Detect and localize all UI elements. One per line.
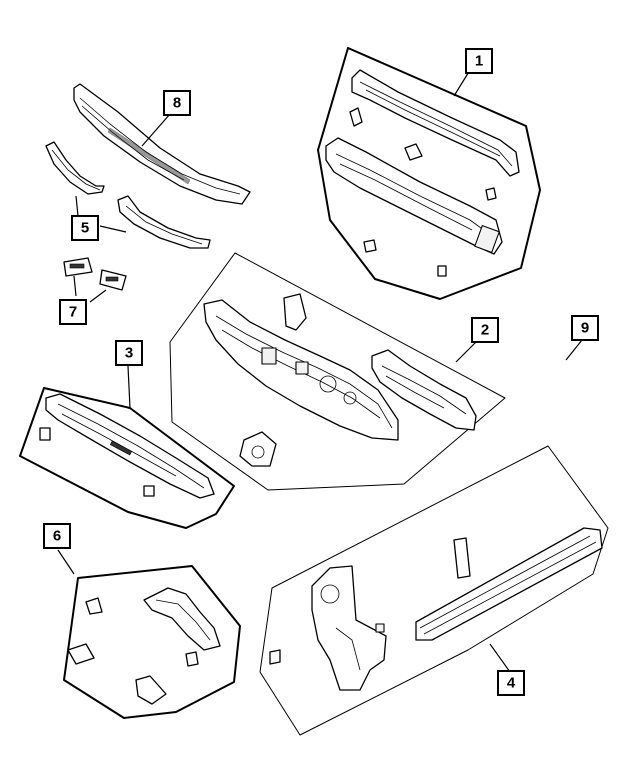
- group-6-outline: [63, 565, 241, 719]
- bracket-6d[interactable]: [135, 675, 167, 705]
- leader-6: [57, 549, 75, 575]
- rocker-sill[interactable]: [415, 527, 603, 641]
- group-2-dash-panel: [169, 252, 506, 491]
- clip-3a[interactable]: [39, 427, 51, 441]
- callout-2: 2: [471, 317, 499, 343]
- bracket-1b[interactable]: [404, 143, 423, 161]
- cowl-lower-bar[interactable]: [325, 137, 503, 255]
- part-8-cowl-screen: [73, 83, 251, 205]
- cowl-plenum-panel[interactable]: [45, 393, 215, 499]
- bracket-6b[interactable]: [67, 643, 95, 665]
- clip-4a[interactable]: [269, 649, 281, 665]
- clip-3b[interactable]: [143, 485, 155, 497]
- cowl-upper-bar[interactable]: [351, 69, 520, 177]
- leader-lines: [57, 69, 583, 673]
- group-4-side-sill: [259, 445, 609, 736]
- leader-1: [453, 69, 471, 97]
- group-6-wheelhouse: [63, 565, 241, 719]
- seal-left[interactable]: [45, 141, 105, 195]
- leader-7b: [89, 289, 107, 303]
- dash-upper-bracket[interactable]: [283, 293, 307, 331]
- callout-8: 8: [163, 90, 191, 116]
- callout-3-label: 3: [125, 345, 133, 362]
- callout-7: 7: [59, 299, 87, 325]
- leader-5a: [75, 195, 79, 217]
- callout-2-label: 2: [481, 322, 489, 339]
- part-7-clips: [63, 257, 127, 291]
- callout-5-label: 5: [81, 220, 89, 237]
- bracket-6c[interactable]: [185, 651, 199, 667]
- clip-1e[interactable]: [437, 265, 447, 277]
- cowl-screen-panel[interactable]: [73, 83, 251, 205]
- leader-7a: [73, 275, 77, 297]
- hinge-pillar-panel[interactable]: [311, 565, 387, 691]
- callout-9: 9: [571, 315, 599, 341]
- group-1-cowl-panel: [317, 47, 541, 300]
- bracket-4b[interactable]: [453, 537, 471, 579]
- dash-panel-right[interactable]: [371, 349, 477, 431]
- bracket-6a[interactable]: [85, 597, 103, 615]
- leader-9: [565, 339, 583, 361]
- callout-9-label: 9: [581, 320, 589, 337]
- bracket-1a[interactable]: [349, 107, 363, 127]
- seal-right[interactable]: [117, 195, 211, 249]
- leader-3: [127, 365, 131, 409]
- callout-5: 5: [71, 215, 99, 241]
- part-5-seals: [45, 141, 211, 249]
- callout-1-label: 1: [475, 53, 483, 70]
- callout-3: 3: [115, 340, 143, 366]
- group-3-cowl-plenum: [19, 387, 235, 529]
- dash-lower-bracket[interactable]: [239, 431, 277, 467]
- callout-7-label: 7: [69, 304, 77, 321]
- leader-4: [489, 643, 511, 673]
- leader-5b: [99, 225, 127, 233]
- callout-4-label: 4: [507, 675, 516, 692]
- bracket-1c[interactable]: [485, 187, 497, 201]
- leader-2: [455, 339, 479, 363]
- callout-1: 1: [465, 48, 493, 74]
- callout-6-label: 6: [53, 528, 61, 545]
- wheelhouse-inner[interactable]: [143, 587, 221, 651]
- leader-8: [141, 113, 171, 147]
- callout-8-label: 8: [173, 95, 181, 112]
- clip-1d[interactable]: [363, 239, 377, 253]
- callout-4: 4: [497, 670, 525, 696]
- callout-6: 6: [43, 523, 71, 549]
